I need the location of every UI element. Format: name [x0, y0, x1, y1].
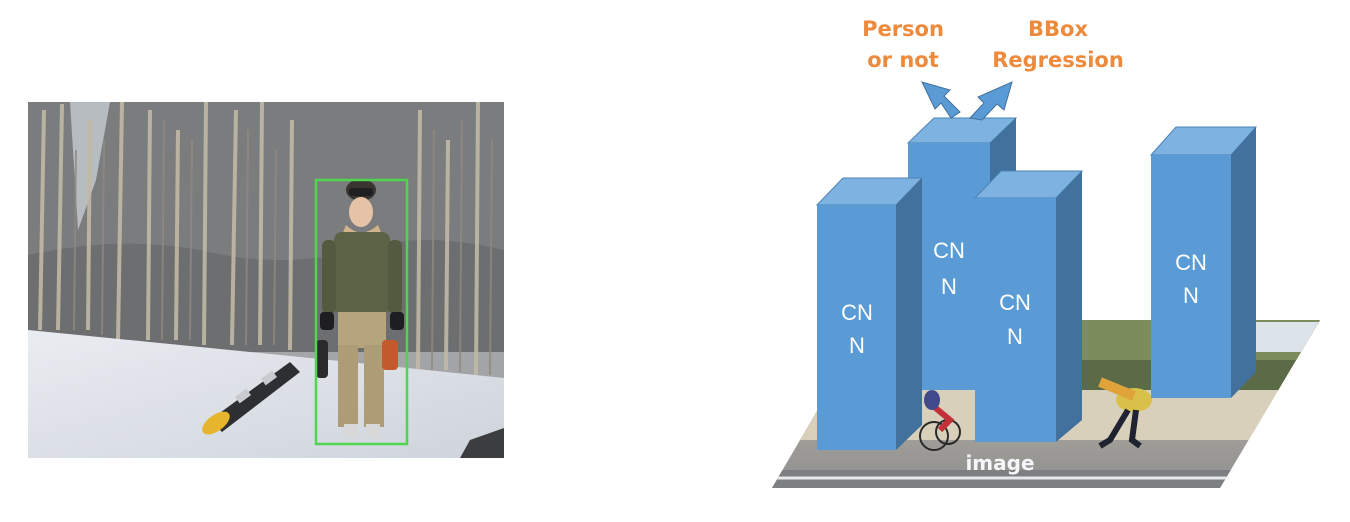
person-figure [316, 179, 404, 438]
classification-label-line1: Person [862, 17, 944, 41]
snow-photo [28, 102, 504, 458]
output-arrows [921, 81, 1013, 121]
cnn-label-line2: N [1183, 283, 1199, 308]
snowboard [202, 362, 300, 435]
cnn-label-line2: N [849, 333, 865, 358]
classification-label-line2: or not [867, 48, 939, 72]
cnn-block-3: CN N [973, 170, 1084, 442]
cnn-label-line2: N [941, 274, 957, 299]
skater-figure [1098, 377, 1152, 449]
image-label: image [965, 451, 1034, 475]
cnn-label-line1: CN [1175, 250, 1207, 275]
cnn-label-line2: N [1007, 324, 1023, 349]
regression-label-line1: BBox [1028, 17, 1088, 41]
cyclist-figure [919, 390, 961, 451]
cnn-block-4: CN N [1149, 126, 1258, 398]
cnn-block-1: CN N [815, 177, 924, 450]
cnn-label-line1: CN [999, 290, 1031, 315]
regression-label-line2: Regression [992, 48, 1124, 72]
cnn-label-line1: CN [933, 238, 965, 263]
person-bounding-box [314, 178, 409, 446]
regression-arrow-icon [968, 81, 1013, 121]
cnn-label-line1: CN [841, 300, 873, 325]
classification-arrow-icon [921, 81, 961, 119]
